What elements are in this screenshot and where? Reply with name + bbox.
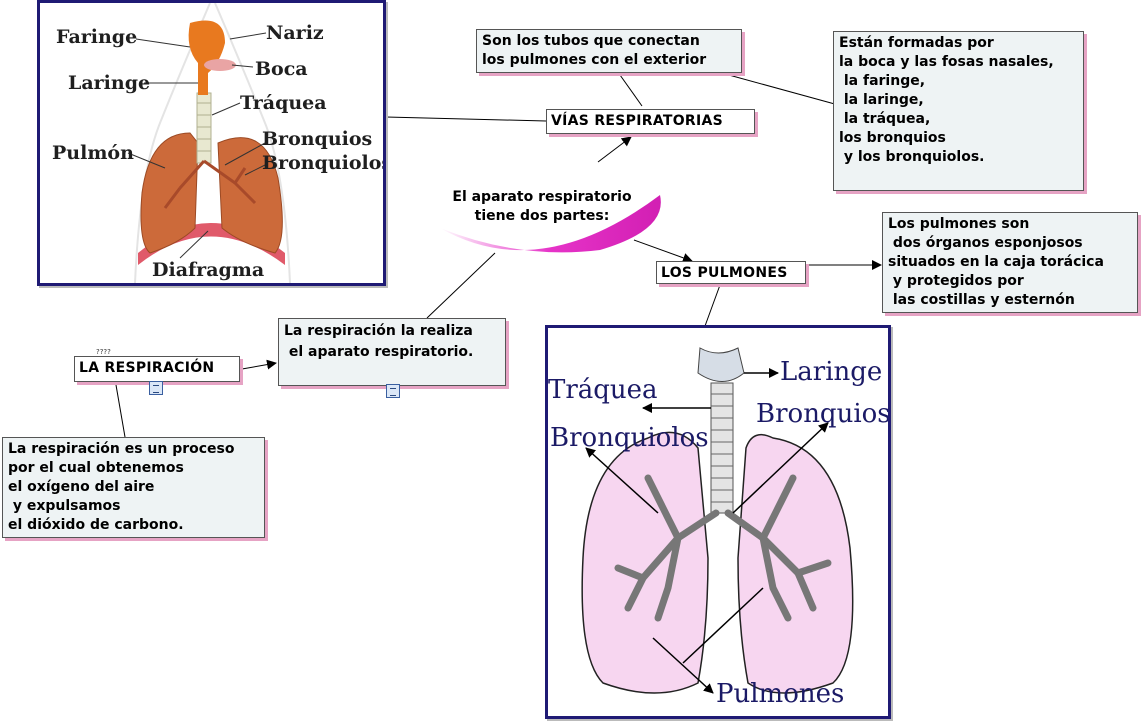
label-pulmones-2: Pulmones — [716, 679, 844, 709]
center-topic[interactable]: El aparato respiratorio tiene dos partes… — [452, 189, 632, 224]
icon-caption: ???? — [96, 348, 111, 356]
label-bronquiolos: Bronquiolos — [262, 152, 383, 174]
lungs-image: Tráquea Laringe Bronquios Bronquiolos Pu… — [545, 325, 891, 719]
label-bronquios: Bronquios — [262, 128, 372, 150]
note-icon[interactable] — [149, 381, 163, 395]
note-proceso: La respiración es un proceso por el cual… — [2, 437, 265, 538]
concept-la-respiracion[interactable]: LA RESPIRACIÓN — [74, 356, 240, 382]
note-icon[interactable] — [386, 384, 400, 398]
label-nariz: Nariz — [266, 22, 324, 44]
respiratory-system-image: Faringe Nariz Boca Laringe Tráquea Pulmó… — [37, 0, 392, 286]
label-laringe-2: Laringe — [780, 357, 882, 387]
label-traquea-2: Tráquea — [548, 375, 658, 405]
note-pulmones: Los pulmones son dos órganos esponjosos … — [882, 212, 1138, 313]
label-pulmon: Pulmón — [52, 142, 134, 164]
note-tubos: Son los tubos que conectan los pulmones … — [476, 29, 742, 73]
label-traquea: Tráquea — [240, 92, 327, 114]
label-laringe: Laringe — [68, 72, 150, 94]
label-diafragma: Diafragma — [152, 259, 264, 281]
label-boca: Boca — [255, 58, 308, 80]
concept-vias-respiratorias[interactable]: VÍAS RESPIRATORIAS — [546, 109, 755, 134]
label-bronquios-2: Bronquios — [756, 399, 888, 429]
label-bronquiolos-2: Bronquiolos — [550, 423, 709, 453]
note-realiza: La respiración la realiza el aparato res… — [278, 318, 506, 386]
concept-los-pulmones[interactable]: LOS PULMONES — [656, 261, 806, 284]
label-faringe: Faringe — [56, 26, 137, 48]
note-formadas: Están formadas por la boca y las fosas n… — [833, 31, 1084, 191]
